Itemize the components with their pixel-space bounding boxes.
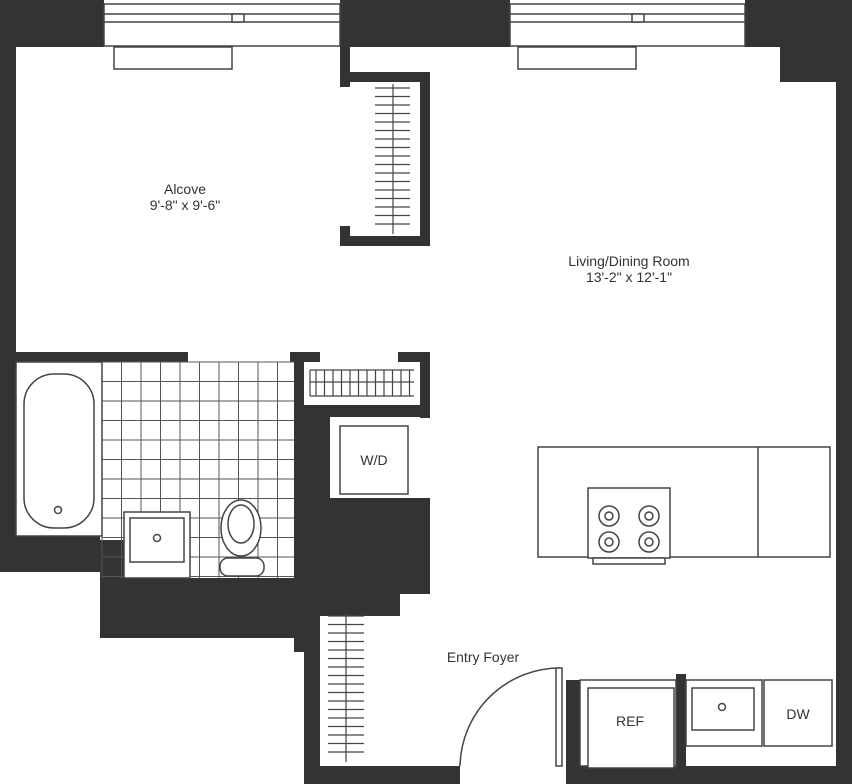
refrigerator-label: REF [616,713,644,729]
sink-drain-icon [152,533,162,543]
wall-right [836,0,852,784]
wall-foyer-left [304,594,320,784]
dishwasher: DW [763,679,833,747]
burner-icon [598,505,620,527]
room-dims-alcove: 9'-8" x 9'-6" [150,197,221,213]
cooktop [587,487,671,565]
wall-closet-upper-bottom [340,236,430,246]
burner-icon [598,531,620,553]
wall-bath-bottom [100,578,320,638]
wall-closet-upper-stub [340,226,350,246]
window-right [509,3,746,70]
refrigerator: REF [579,679,677,769]
washer-dryer: W/D [330,417,420,498]
wall-closet-upper-left [340,0,350,87]
wall-bottom-left [304,766,460,784]
wall-closet-mid-stub [398,352,430,362]
kitchen-sink [685,679,763,747]
closet-hall-hangers [310,369,414,397]
kitchen-island [537,446,831,558]
tub-drain-icon [53,505,63,515]
room-dims-living: 13'-2" x 12'-1" [586,269,672,285]
window-left [103,3,341,70]
wall-bath-right [294,352,304,652]
wall-closet-mid-right [420,352,430,418]
wall-left-upper [0,0,16,562]
burner-icon [638,531,660,553]
closet-foyer-hangers [328,615,364,753]
washer-dryer-label: W/D [360,452,387,468]
wall-kitchen-divider-2 [676,674,686,784]
closet-hall [309,370,414,396]
wall-bottom-right [566,766,852,784]
entry-door [459,667,563,767]
wall-kitchen-divider [566,680,580,784]
room-name-living: Living/Dining Room [568,253,689,269]
bathroom-sink [123,511,191,579]
bathtub [15,361,103,537]
room-name-foyer: Entry Foyer [447,649,520,665]
toilet [219,499,265,577]
burner-icon [638,505,660,527]
wall-bath-bottom-left [100,540,124,638]
closet-alcove-hangers [375,87,410,225]
wall-top-center [340,0,510,47]
wall-left-lower [0,536,100,572]
dishwasher-label: DW [786,706,810,722]
room-name-alcove: Alcove [164,181,206,197]
wall-bath-top-right [290,352,320,362]
wall-bath-top [0,352,188,362]
wall-closet-upper-side [420,72,430,246]
wall-wd-block [304,405,430,417]
kitchen-sink-drain-icon [717,702,727,712]
wall-closet-upper-right [340,72,430,82]
wall-top-left-corner [0,0,104,47]
